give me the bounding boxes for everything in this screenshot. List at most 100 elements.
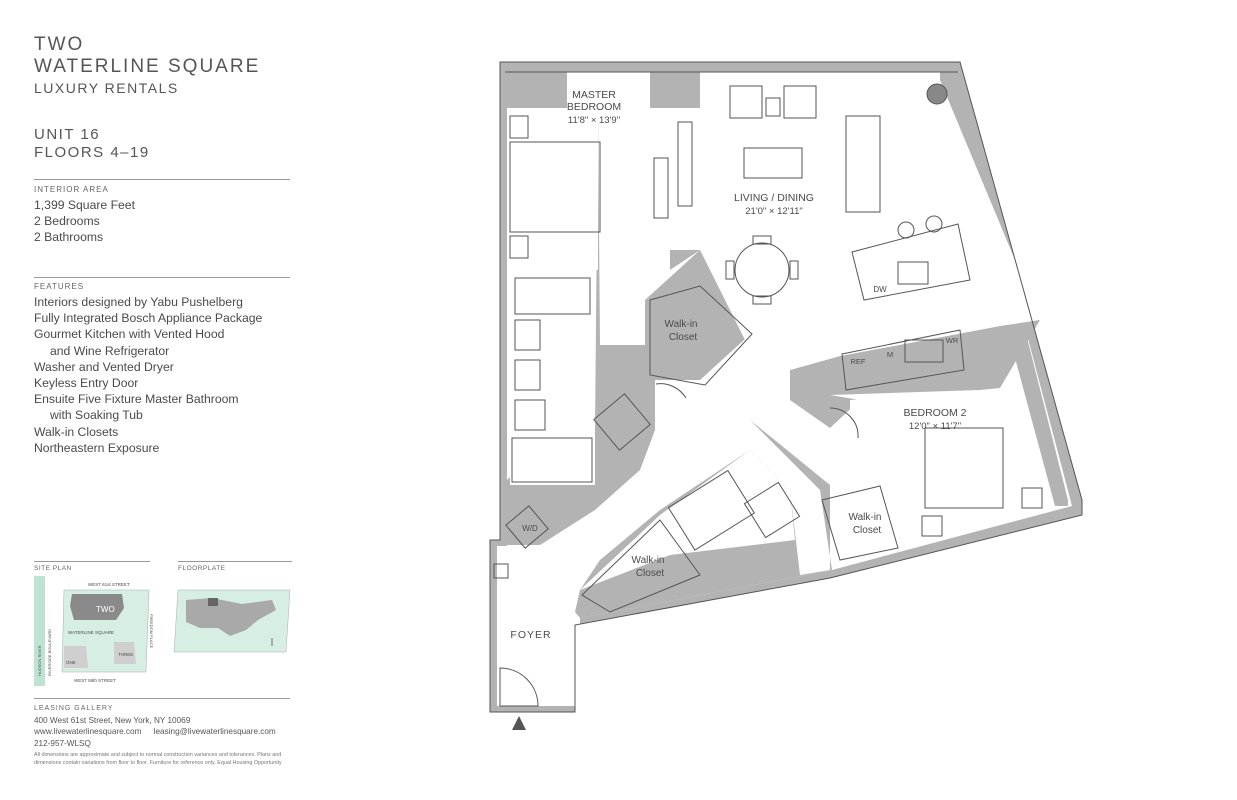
feature-item: Northeastern Exposure [34,440,160,455]
microwave-label: M [887,350,893,359]
entry-door-swing [499,667,539,707]
bedroom2-floor [850,388,1050,545]
walkin-closet-1-label-2: Closet [669,332,698,343]
building-one-label: ONE [66,660,76,665]
features-list: Interiors designed by Yabu Pushelberg Fu… [34,294,262,456]
kitchen-island [851,223,971,301]
title-line-3: LUXURY RENTALS [34,80,179,96]
floorplate-building [186,598,276,636]
walkin-closet-2-label: Walk-in [632,555,665,566]
floorplate-heading: FLOORPLATE [178,565,226,572]
feature-item: Washer and Vented Dryer [34,359,174,374]
bedroom2-door-swing [829,407,859,439]
leasing-contact-row: www.livewaterlinesquare.com leasing@live… [34,726,296,738]
floorplate-map [173,589,291,653]
divider [34,698,290,699]
feature-item: Gourmet Kitchen with Vented Hood [34,327,225,342]
sofa-icon [845,115,881,213]
hall-tub-icon [667,469,755,551]
leasing-web-link[interactable]: www.livewaterlinesquare.com [34,727,142,736]
coffee-table [743,147,803,179]
interior-list: 1,399 Square Feet 2 Bedrooms 2 Bathrooms [34,197,135,246]
building-one-shape [64,646,88,668]
master-bath-floor [510,272,595,485]
divider [34,561,150,562]
divider [34,277,290,278]
leasing-address: 400 West 61st Street, New York, NY 10069 [34,715,191,725]
waterline-label: WATERLINE SQUARE [68,630,114,635]
feature-item: Ensuite Five Fixture Master Bathroom [34,392,239,407]
living-dining-label: LIVING / DINING [734,192,814,204]
master-bedroom-label: MASTER [572,89,616,101]
bedroom2-bed [924,427,1004,509]
leasing-heading: LEASING GALLERY [34,705,114,712]
room-labels: MASTER BEDROOM 11'8" × 13'9" LIVING / DI… [510,89,966,641]
wd-label: W/D [522,524,538,533]
north-street-label: WEST 61st STREET [88,582,130,587]
leasing-phone: 212-957-WLSQ [34,738,91,748]
building-title: TWO WATERLINE SQUARE LUXURY RENTALS [34,34,260,98]
features-heading: FEATURES [34,282,85,291]
walkin-closet-2 [581,519,701,613]
walkin-closet-2-label-2: Closet [636,568,665,579]
walkin-closet-3-label-2: Closet [853,525,882,536]
feature-item: Walk-in Closets [34,424,119,439]
building-two-shape [70,594,124,620]
feature-item: and Wine Refrigerator [50,343,170,358]
washer-dryer-icon [505,505,549,549]
leasing-email-link[interactable]: leasing@livewaterlinesquare.com [153,727,276,736]
unit-heading: UNIT 16 FLOORS 4–19 [34,126,150,162]
interior-item: 2 Bathrooms [34,230,104,245]
wine-refrigerator-label: WR [946,336,959,345]
freedom-place-label: FREEDOM PLACE [149,614,154,649]
toilet-icon [514,399,546,431]
interior-heading: INTERIOR AREA [34,185,109,194]
shower-icon [511,437,593,483]
riverside-label: RIVERSIDE BOULEVARD [47,629,52,676]
interior-item: 2 Bedrooms [34,214,100,229]
title-line-2: WATERLINE SQUARE [34,56,261,77]
feature-item: with Soaking Tub [50,408,143,423]
entry-arrow-icon [512,716,526,730]
ref-label: REF [851,357,866,366]
river-strip [34,576,45,686]
bedroom2-label: BEDROOM 2 [903,407,966,419]
disclaimer-line: All dimensions are approximate and subje… [34,752,282,758]
building-three-label: THREE [118,652,133,657]
walkin-closet-1 [649,285,753,386]
master-bed [509,141,601,233]
walkin-closet-1-label: Walk-in [665,319,698,330]
hall-bath-floor [580,450,795,590]
divider [34,179,290,180]
kitchen-counter [841,329,965,391]
feature-item: Interiors designed by Yabu Pushelberg [34,295,243,309]
foyer-label: FOYER [510,629,551,641]
living-floor [670,80,1040,380]
leasing-block: LEASING GALLERY 400 West 61st Street, Ne… [34,703,296,767]
bedroom2-dimensions: 12'0" × 11'7" [909,421,961,432]
site-plan-heading: SITE PLAN [34,565,72,572]
site-plan-map: WEST 61st STREET WEST 59th STREET TWO WA… [34,576,154,686]
unit-highlight [208,598,218,606]
panel-icon [493,563,509,579]
master-bedroom-floor [507,108,598,270]
foyer-floor [497,550,575,706]
tub-icon [514,277,591,315]
dw-label: DW [873,285,887,294]
dining-table [734,242,790,298]
disclaimer: All dimensions are approximate and subje… [34,752,296,767]
walkin-closet-3-label: Walk-in [849,512,882,523]
feature-item: Keyless Entry Door [34,376,139,391]
divider [178,561,292,562]
master-bedroom-label-2: BEDROOM [567,101,621,113]
unit-floors: FLOORS 4–19 [34,144,150,161]
master-bedroom-dimensions: 11'8" × 13'9" [568,115,620,126]
disclaimer-line: dimensions contain variations from floor… [34,759,282,766]
walkin-closet-3 [821,485,899,561]
hudson-label: HUDSON RIVER [37,645,42,676]
living-dining-dimensions: 21'0" × 12'11" [745,206,802,217]
feature-item: Fully Integrated Bosch Appliance Package [34,311,263,326]
building-three-shape [114,642,136,664]
room-outlines [489,61,1083,713]
